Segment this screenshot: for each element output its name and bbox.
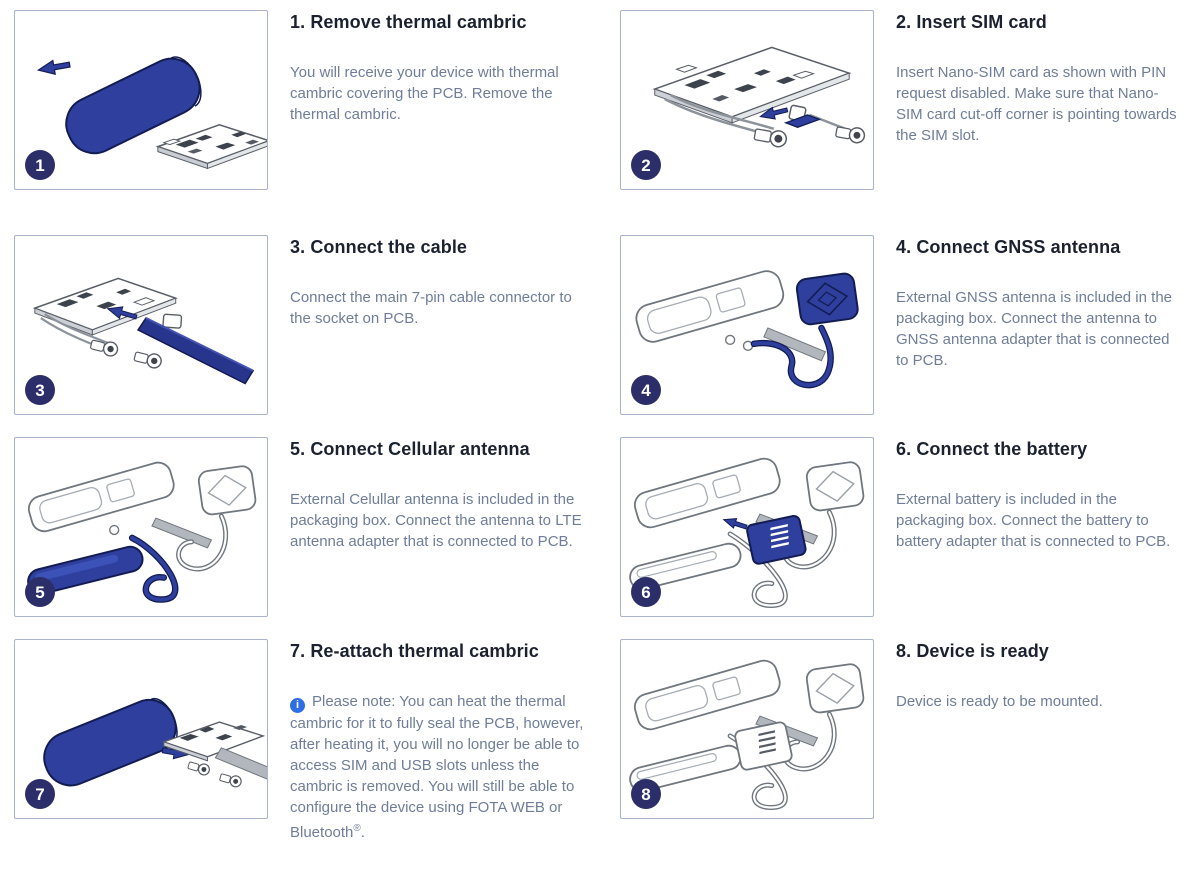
step-7-illustration <box>43 697 267 788</box>
step-1-text: 1. Remove thermal cambric You will recei… <box>290 10 598 125</box>
step-7-title: 7. Re-attach thermal cambric <box>290 641 539 661</box>
step-4-text: 4. Connect GNSS antenna External GNSS an… <box>896 235 1180 371</box>
step-7-number-badge: 7 <box>25 779 55 809</box>
step-8-description: Device is ready to be mounted. <box>896 693 1103 710</box>
step-4-number-badge: 4 <box>631 375 661 405</box>
step-6-description: External battery is included in the pack… <box>896 491 1171 550</box>
step-1-title: 1. Remove thermal cambric <box>290 12 527 32</box>
step-3-text: 3. Connect the cable Connect the main 7-… <box>290 235 598 329</box>
step-5-number-badge: 5 <box>25 577 55 607</box>
step-row-3: 5 5. Connect Cellular antenna External C… <box>14 437 1200 617</box>
step-1-figure: 1 <box>14 10 268 190</box>
step-3-title: 3. Connect the cable <box>290 237 468 257</box>
step-2-figure: 2 <box>620 10 874 190</box>
step-2-number-badge: 2 <box>631 150 661 180</box>
step-8-number-badge: 8 <box>631 779 661 809</box>
step-8-illustration <box>629 659 865 810</box>
step-3-illustration <box>32 277 255 385</box>
step-6-illustration <box>629 457 865 608</box>
registered-trademark-symbol: ® <box>353 823 361 834</box>
step-8-figure: 8 <box>620 639 874 819</box>
step-7-figure: 7 <box>14 639 268 819</box>
step-3-number-badge: 3 <box>25 375 55 405</box>
step-5-text: 5. Connect Cellular antenna External Cel… <box>290 437 598 552</box>
step-4-illustration <box>635 270 859 389</box>
step-8-title: 8. Device is ready <box>896 641 1049 661</box>
step-4-description: External GNSS antenna is included in the… <box>896 289 1172 369</box>
step-4-figure: 4 <box>620 235 874 415</box>
step-3-figure: 3 <box>14 235 268 415</box>
step-2-description: Insert Nano-SIM card as shown with PIN r… <box>896 64 1177 144</box>
step-8-text: 8. Device is ready Device is ready to be… <box>896 639 1180 712</box>
installation-steps-page: 1 1. Remove thermal cambric You will rec… <box>14 10 1200 843</box>
step-2-title: 2. Insert SIM card <box>896 12 1047 32</box>
step-5-illustration <box>27 461 257 603</box>
step-5-figure: 5 <box>14 437 268 617</box>
step-1-illustration <box>36 56 267 170</box>
step-3-description: Connect the main 7-pin cable connector t… <box>290 289 572 327</box>
step-5-title: 5. Connect Cellular antenna <box>290 439 530 459</box>
step-1-number-badge: 1 <box>25 150 55 180</box>
step-5-description: External Celullar antenna is included in… <box>290 491 582 550</box>
step-2-illustration <box>652 46 866 148</box>
step-6-text: 6. Connect the battery External battery … <box>896 437 1180 552</box>
step-2-text: 2. Insert SIM card Insert Nano-SIM card … <box>896 10 1180 146</box>
step-6-figure: 6 <box>620 437 874 617</box>
step-7-note-text: Please note: You can heat the thermal ca… <box>290 693 584 841</box>
step-4-title: 4. Connect GNSS antenna <box>896 237 1121 257</box>
info-icon: i <box>290 698 305 713</box>
step-1-description: You will receive your device with therma… <box>290 64 559 123</box>
step-row-2: 3 3. Connect the cable Connect the main … <box>14 235 1200 415</box>
step-6-title: 6. Connect the battery <box>896 439 1088 459</box>
step-row-1: 1 1. Remove thermal cambric You will rec… <box>14 10 1200 190</box>
step-6-number-badge: 6 <box>631 577 661 607</box>
